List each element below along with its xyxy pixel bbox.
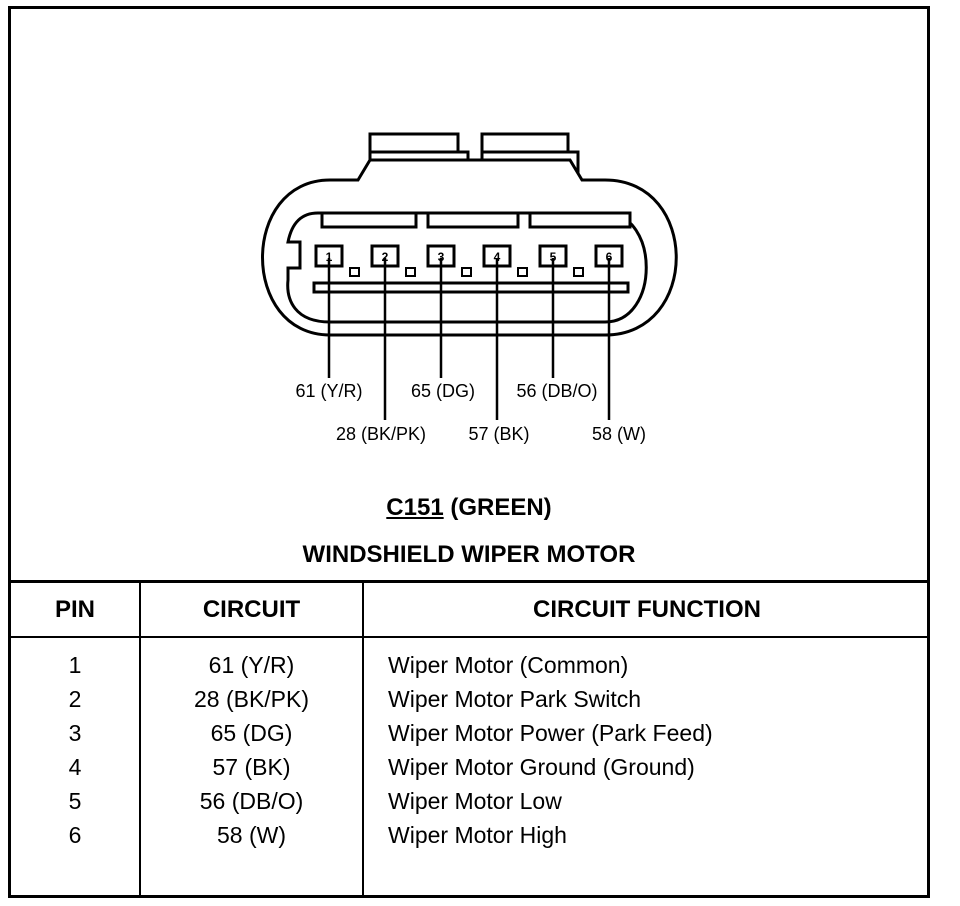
- table-row-circuit: 58 (W): [217, 822, 286, 848]
- table-row-circuit: 56 (DB/O): [199, 788, 304, 814]
- svg-text:2: 2: [382, 250, 389, 264]
- header-circuit: CIRCUIT: [202, 596, 301, 623]
- table-row-function: Wiper Motor Park Switch: [388, 686, 642, 712]
- wire-label-pin-3: 65 (DG): [411, 381, 475, 401]
- leader-lines: [327, 258, 611, 420]
- table-header-rule: [8, 636, 930, 638]
- wire-label-pin-1: 61 (Y/R): [295, 381, 362, 401]
- wire-label-pin-6: 58 (W): [592, 424, 646, 444]
- header-circuit-function: CIRCUIT FUNCTION: [533, 596, 761, 623]
- wire-label-pin-4: 57 (BK): [468, 424, 529, 444]
- circuit-column: 61 (Y/R) 28 (BK/PK) 65 (DG) 57 (BK) 56 (…: [141, 648, 362, 852]
- table-row-circuit: 65 (DG): [210, 720, 293, 746]
- table-row-circuit: 57 (BK): [212, 754, 291, 780]
- svg-text:5: 5: [550, 250, 557, 264]
- terminal-4: 4: [482, 244, 528, 277]
- table-row-pin: 4: [68, 754, 82, 780]
- header-pin: PIN: [54, 596, 95, 623]
- terminal-1: 1: [314, 244, 360, 277]
- wire-label-pin-5: 56 (DB/O): [516, 381, 597, 401]
- svg-text:1: 1: [326, 250, 333, 264]
- table-row-pin: 1: [68, 652, 82, 678]
- table-col-divider-1: [139, 582, 141, 898]
- component-name: WINDSHIELD WIPER MOTOR: [302, 541, 636, 568]
- table-row-function: Wiper Motor Power (Park Feed): [388, 720, 713, 746]
- table-col-divider-2: [362, 582, 364, 898]
- connector-title: C151 (GREEN): [8, 494, 930, 522]
- table-row-pin: 3: [68, 720, 82, 746]
- diagram-frame: [8, 6, 930, 898]
- table-row-circuit: 28 (BK/PK): [193, 686, 310, 712]
- table-top-rule: [8, 580, 930, 583]
- connector-id: C151: [386, 494, 444, 521]
- table-row-function: Wiper Motor (Common): [388, 652, 629, 678]
- table-row-pin: 2: [68, 686, 82, 712]
- wire-label-pin-2: 28 (BK/PK): [336, 424, 426, 444]
- table-row-circuit: 61 (Y/R): [208, 652, 295, 678]
- connector-color: (GREEN): [450, 494, 552, 521]
- pin-column: 1 2 3 4 5 6: [11, 648, 139, 852]
- connector-bottom-bar: [312, 281, 630, 294]
- table-row-function: Wiper Motor High: [388, 822, 567, 848]
- connector-key-slots: [320, 211, 632, 229]
- table-row-pin: 6: [68, 822, 82, 848]
- function-column: Wiper Motor (Common) Wiper Motor Park Sw…: [388, 648, 928, 852]
- svg-text:6: 6: [606, 250, 613, 264]
- svg-text:3: 3: [438, 250, 445, 264]
- svg-text:4: 4: [494, 250, 501, 264]
- table-row-pin: 5: [68, 788, 82, 814]
- table-row-function: Wiper Motor Low: [388, 788, 562, 814]
- table-row-function: Wiper Motor Ground (Ground): [388, 754, 695, 780]
